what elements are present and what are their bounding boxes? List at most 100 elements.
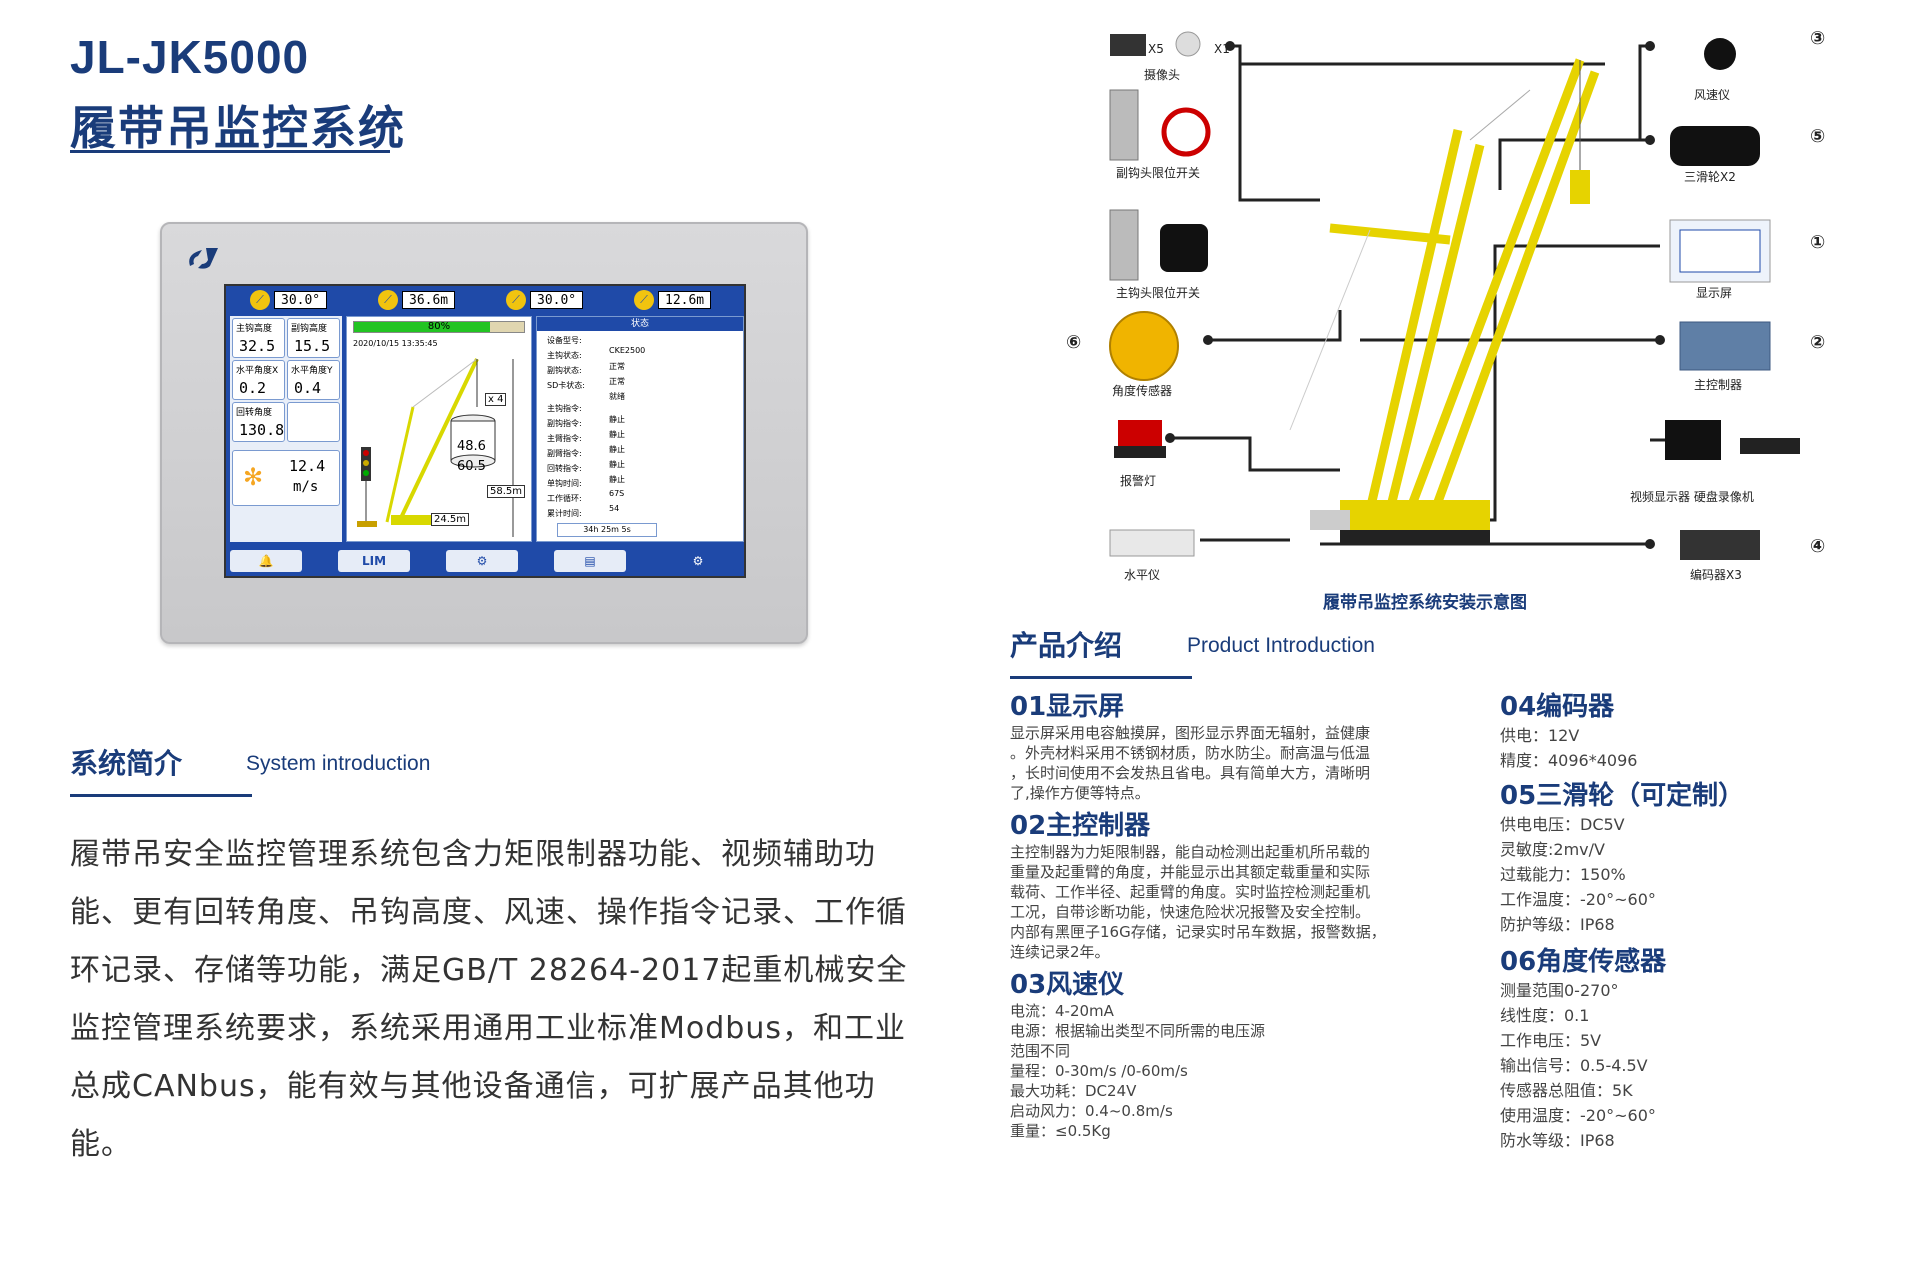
- spec-line: 工作电压：5V: [1500, 1031, 1602, 1050]
- main-hook-height-cell: 主钩高度 32.5: [232, 318, 285, 358]
- spec-line: 供电：12V: [1500, 726, 1580, 745]
- product-item-lines: 测量范围0-270° 线性度：0.1 工作电压：5V 输出信号：0.5-4.5V 传感器…: [1500, 978, 1900, 1153]
- product-intro-subtitle: Product Introduction: [1187, 634, 1375, 657]
- spec-line: 重量及起重臂的角度，并能显示出其额定载重量和实际: [1010, 863, 1371, 881]
- label-alarm-light: 报警灯: [1120, 474, 1157, 488]
- label-level: 水平仪: [1124, 568, 1161, 582]
- brand-logo-icon: [189, 248, 218, 269]
- status-row: 副钩状态:正常: [547, 366, 625, 386]
- level-x-cell: 水平角度X 0.2: [232, 360, 285, 400]
- label-camera: 摄像头: [1144, 68, 1181, 82]
- label-encoder: 编码器X3: [1690, 568, 1742, 582]
- status-row: 副钩指令:静止: [547, 419, 625, 439]
- jib-length-readout: ⟋12.6m: [634, 290, 712, 310]
- aux-hook-height-cell: 副钩高度 15.5: [287, 318, 340, 358]
- wind-fan-icon: ✻: [243, 463, 264, 491]
- spec-line: 线性度：0.1: [1500, 1006, 1590, 1025]
- label-aux-hook-limit: 副钩头限位开关: [1116, 166, 1201, 180]
- label-angle-sensor: 角度传感器: [1112, 384, 1173, 398]
- device-screen: ⟋30.0° ⟋36.6m ⟋30.0° ⟋12.6m 主钩高度 32.5 副钩…: [224, 284, 746, 578]
- empty-cell: [287, 402, 340, 442]
- alarm-bell-button[interactable]: 🔔: [230, 550, 302, 572]
- status-row: 主钩指令:静止: [547, 404, 625, 424]
- spec-line: 连续记录2年。: [1010, 943, 1110, 961]
- spec-line: 启动风力：0.4~0.8m/s: [1010, 1102, 1173, 1120]
- product-item-lines: 电流：4-20mA 电源：根据输出类型不同所需的电压源范围不同量程：0-30m/s…: [1010, 1001, 1480, 1141]
- wind-speed-cell: ✻ 12.4 m/s: [232, 450, 340, 506]
- product-item-display: 01显示屏 显示屏采用电容触摸屏，图形显示界面无辐射，益健康。外壳材料采用不锈钢…: [1010, 686, 1480, 803]
- spec-line: 工作温度：-20°~60°: [1500, 890, 1656, 909]
- spec-line: 精度：4096*4096: [1500, 751, 1638, 770]
- spec-line: 载荷、工作半径、起重臂的角度。实时监控检测起重机: [1010, 883, 1371, 901]
- product-item-lines: 显示屏采用电容触摸屏，图形显示界面无辐射，益健康。外壳材料采用不锈钢材质，防水防…: [1010, 723, 1480, 803]
- product-intro-underline: [1010, 676, 1192, 679]
- installation-diagram: X5 X1 摄像头 副钩头限位开关 主钩头限位开关 ⑥ 角度传感器 报警灯 水平…: [1040, 10, 1920, 613]
- jib-angle-readout: ⟋30.0°: [506, 290, 584, 310]
- product-col-left: 01显示屏 显示屏采用电容触摸屏，图形显示界面无辐射，益健康。外壳材料采用不锈钢…: [1010, 686, 1480, 1141]
- label-video: 视频显示器 硬盘录像机: [1630, 490, 1754, 504]
- status-row: 累计时间:: [547, 509, 582, 518]
- product-item-lines: 供电：12V 精度：4096*4096: [1500, 723, 1900, 773]
- status-row: SD卡状态:就绪: [547, 381, 625, 401]
- sensor-button[interactable]: ⚙: [446, 550, 518, 572]
- status-row: 单钩时间:67S: [547, 479, 625, 498]
- spec-line: 量程：0-30m/s /0-60m/s: [1010, 1062, 1188, 1080]
- product-model: JL-JK5000: [70, 31, 310, 83]
- spec-line: 电源：根据输出类型不同所需的电压源: [1010, 1022, 1266, 1040]
- status-row: 回转指令:静止: [547, 464, 625, 484]
- lim-button[interactable]: LIM: [338, 550, 410, 572]
- spec-line: 重量：≤0.5Kg: [1010, 1122, 1111, 1140]
- spec-line: 显示屏采用电容触摸屏，图形显示界面无辐射，益健康: [1010, 724, 1371, 742]
- system-intro-title: 系统简介: [70, 747, 183, 780]
- level-y-cell: 水平角度Y 0.4: [287, 360, 340, 400]
- spec-line: 工况，自带诊断功能，快速危险状况报警及安全控制。: [1010, 903, 1371, 921]
- label-controller: 主控制器: [1694, 378, 1743, 392]
- boom-length-readout: ⟋36.6m: [378, 290, 456, 310]
- label-main-hook-limit: 主钩头限位开关: [1116, 286, 1201, 300]
- spec-line: 。外壳材料采用不锈钢材质，防水防尘。耐高温与低温: [1010, 744, 1371, 762]
- boom-angle-readout: ⟋30.0°: [250, 290, 328, 310]
- spec-line: 范围不同: [1010, 1042, 1071, 1060]
- slew-angle-cell: 回转角度 130.8: [232, 402, 285, 442]
- load-progress-fill: [354, 322, 490, 332]
- data-panel: 主钩高度 32.5 副钩高度 15.5 水平角度X 0.2 水平角度Y 0.4 …: [230, 316, 342, 542]
- spec-line: 了,操作方便等特点。: [1010, 784, 1150, 802]
- label-anemometer: 风速仪: [1694, 88, 1731, 102]
- spec-line: 灵敏度:2mv/V: [1500, 840, 1605, 859]
- jib-angle-icon: ⟋: [506, 290, 526, 310]
- settings-button[interactable]: ⚙: [662, 550, 734, 572]
- jib-length-icon: ⟋: [634, 290, 654, 310]
- status-row: 主钩状态:正常: [547, 351, 625, 371]
- total-time: 34h 25m 5s: [557, 523, 657, 537]
- spec-line: 输出信号：0.5-4.5V: [1500, 1056, 1648, 1075]
- screen-topbar: ⟋30.0° ⟋36.6m ⟋30.0° ⟋12.6m: [226, 286, 744, 314]
- display-device: ⟋30.0° ⟋36.6m ⟋30.0° ⟋12.6m 主钩高度 32.5 副钩…: [160, 222, 808, 644]
- system-intro-underline: [70, 794, 252, 797]
- status-row: 副臂指令:静止: [547, 449, 625, 469]
- diagram-caption: 履带吊监控系统安装示意图: [1323, 593, 1527, 613]
- boom-length-icon: ⟋: [378, 290, 398, 310]
- status-row: 主臂指令:静止: [547, 434, 625, 454]
- record-button[interactable]: ▤: [554, 550, 626, 572]
- spec-line: 防水等级：IP68: [1500, 1131, 1615, 1150]
- product-name: 履带吊监控系统: [70, 101, 406, 155]
- spec-line: 测量范围0-270°: [1500, 981, 1619, 1000]
- boom-angle-icon: ⟋: [250, 290, 270, 310]
- label-pulley: 三滑轮X2: [1684, 170, 1736, 184]
- spec-line: ，长时间使用不会发热且省电。具有简单大方，清晰明: [1010, 764, 1371, 782]
- status-row: 设备型号:CKE2500: [547, 336, 646, 355]
- spec-line: 内部有黑匣子16G存储，记录实时吊车数据，报警数据，: [1010, 923, 1386, 941]
- load-progress-bar: 80%: [353, 321, 525, 333]
- product-intro-title: 产品介绍: [1010, 629, 1123, 662]
- spec-line: 电流：4-20mA: [1010, 1002, 1114, 1020]
- spec-line: 传感器总阻值：5K: [1500, 1081, 1633, 1100]
- system-intro-body: 履带吊安全监控管理系统包含力矩限制器功能、视频辅助功能、更有回转角度、吊钩高度、…: [70, 837, 908, 1162]
- system-intro-subtitle: System introduction: [246, 752, 431, 775]
